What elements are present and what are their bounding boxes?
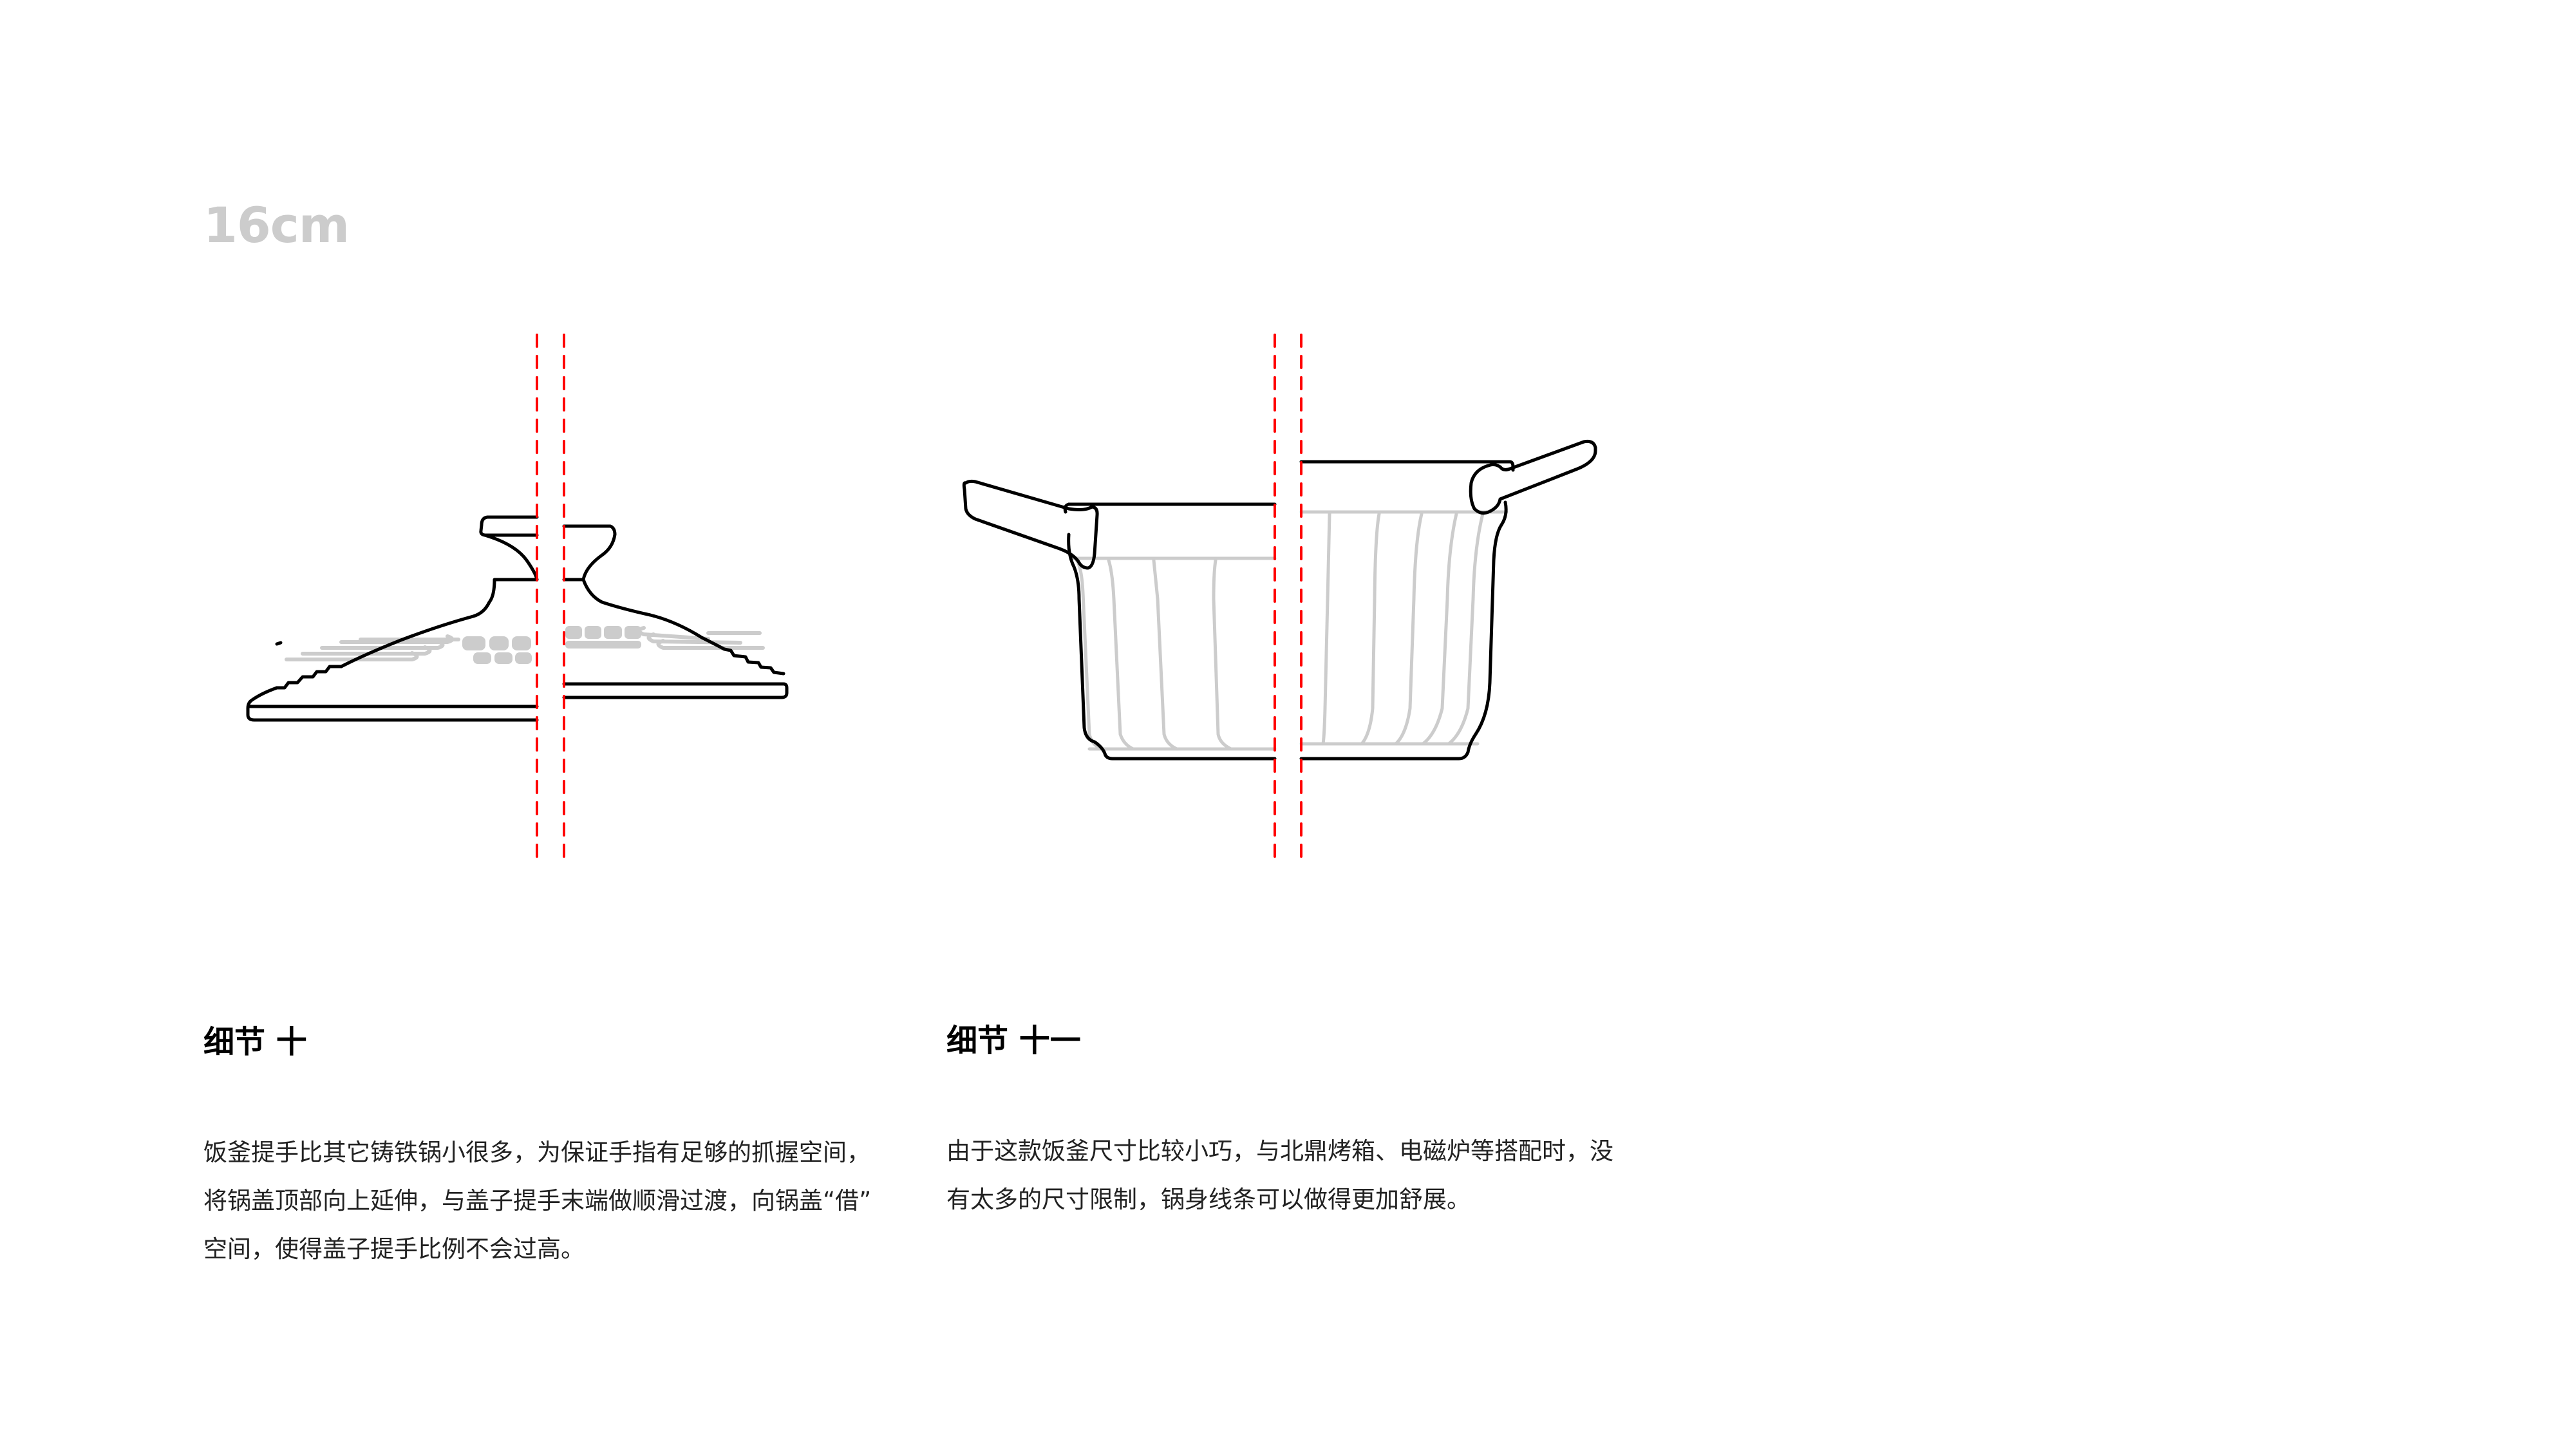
lid-comparison-drawing bbox=[246, 334, 789, 867]
pot-left-half bbox=[962, 479, 1277, 761]
detail-10-section: 细节 十 饭釜提手比其它铸铁锅小很多，为保证手指有足够的抓握空间， 将锅盖顶部向… bbox=[203, 1027, 912, 1273]
pot-ribs-left bbox=[1069, 556, 1277, 751]
size-label: 16cm bbox=[203, 196, 350, 254]
pot-ribs-right bbox=[1299, 510, 1509, 746]
product-drawings bbox=[246, 334, 1597, 867]
pot-comparison-drawing bbox=[962, 334, 1597, 867]
detail-10-line-2: 将锅盖顶部向上延伸，与盖子提手末端做顺滑过渡，向锅盖“借” bbox=[203, 1187, 872, 1215]
pot-right-half bbox=[1299, 439, 1597, 761]
lid-right-half bbox=[562, 524, 789, 699]
embossed-logo-icon-right bbox=[565, 626, 641, 649]
lid-grip-stripes-left bbox=[285, 634, 460, 661]
detail-10-title: 细节 十 bbox=[203, 1024, 307, 1060]
detail-11-description: 由于这款饭釜尺寸比较小巧，与北鼎烤箱、电磁炉等搭配时，没 有太多的尺寸限制，锅身… bbox=[946, 1127, 1655, 1224]
lid-guide-lines bbox=[536, 334, 565, 867]
detail-11-line-2: 有太多的尺寸限制，锅身线条可以做得更加舒展。 bbox=[946, 1186, 1471, 1213]
lid-left-half bbox=[246, 515, 539, 722]
detail-11-line-1: 由于这款饭釜尺寸比较小巧，与北鼎烤箱、电磁炉等搭配时，没 bbox=[946, 1137, 1613, 1165]
detail-10-line-1: 饭釜提手比其它铸铁锅小很多，为保证手指有足够的抓握空间， bbox=[203, 1139, 870, 1166]
detail-10-description: 饭釜提手比其它铸铁锅小很多，为保证手指有足够的抓握空间， 将锅盖顶部向上延伸，与… bbox=[203, 1128, 912, 1273]
detail-10-line-3: 空间，使得盖子提手比例不会过高。 bbox=[203, 1235, 585, 1263]
pot-guide-lines bbox=[1274, 334, 1302, 867]
detail-11-section: 细节 十一 由于这款饭釜尺寸比较小巧，与北鼎烤箱、电磁炉等搭配时，没 有太多的尺… bbox=[946, 1025, 1655, 1224]
detail-11-title: 细节 十一 bbox=[946, 1023, 1081, 1059]
embossed-logo-icon bbox=[462, 636, 532, 664]
